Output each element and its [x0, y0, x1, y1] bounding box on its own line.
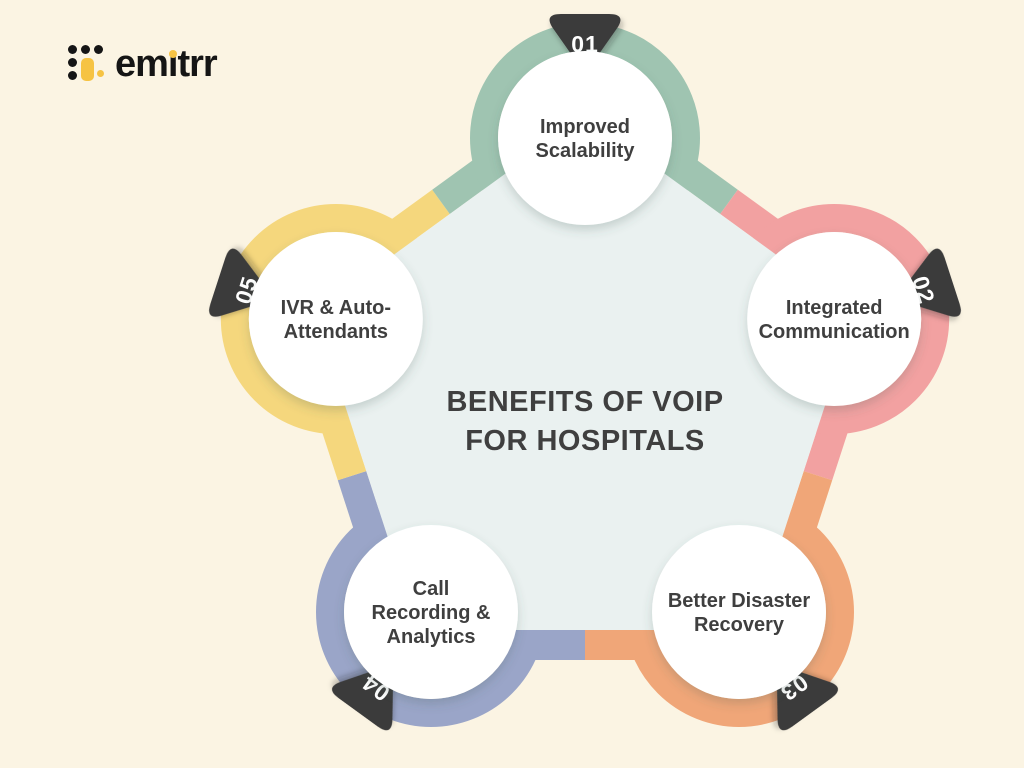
- logo-accent-dot: [97, 70, 104, 77]
- logo-dot: [68, 45, 77, 54]
- title-line-1: BENEFITS OF VOIP: [446, 386, 724, 418]
- badge-shape: [549, 14, 621, 67]
- node-label: IVR & Auto-Attendants: [281, 297, 391, 343]
- logo-dot: [81, 45, 90, 54]
- logo-dot: [68, 58, 77, 67]
- node-circle: [498, 51, 672, 225]
- diagram-title: BENEFITS OF VOIP FOR HOSPITALS: [446, 383, 723, 461]
- node-circle: [747, 232, 922, 407]
- node-circle: [344, 524, 519, 699]
- node-circle: [651, 524, 826, 699]
- i-dot: [168, 50, 177, 58]
- badge-shape: [332, 668, 394, 731]
- logo-accent-bar: [81, 58, 94, 81]
- brand-post: trr: [177, 43, 217, 85]
- logo-dot: [68, 71, 77, 80]
- node-circles: [248, 51, 922, 699]
- dot-grid-icon: [68, 44, 105, 84]
- logo-dot: [94, 45, 103, 54]
- title-line-2: FOR HOSPITALS: [465, 425, 705, 457]
- center-pentagon-group: [314, 115, 856, 631]
- badge-shape: [776, 668, 838, 731]
- center-pentagon: [314, 115, 856, 631]
- brand-i: ı: [167, 43, 179, 85]
- brand-pre: em: [115, 43, 169, 85]
- node-circle: [248, 232, 423, 407]
